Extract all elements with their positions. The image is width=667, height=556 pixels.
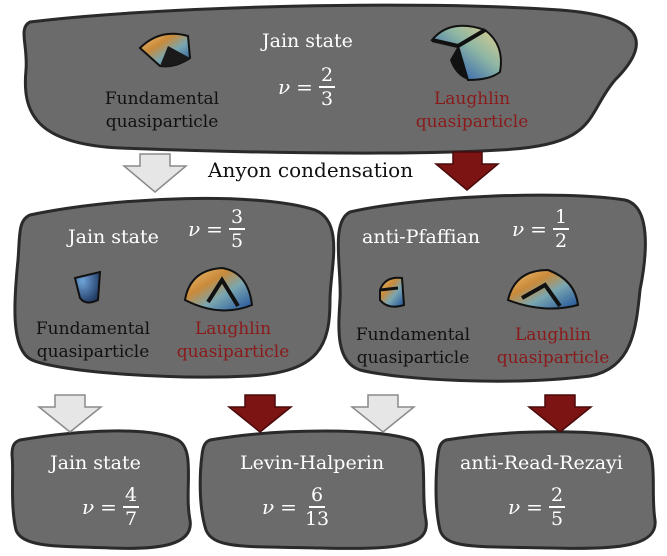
fraction-denominator: 3 (320, 88, 334, 110)
equals-sign: = (206, 217, 223, 241)
label-line: quasiparticle (356, 348, 470, 368)
top-filling-fraction: ν = 2 3 (278, 64, 336, 110)
middle-left-fundamental-label: Fundamental quasiparticle (28, 318, 158, 364)
top-state-name: Jain state (262, 30, 353, 52)
fraction: 3 5 (228, 206, 246, 252)
middle-right-blob (336, 193, 647, 383)
arrow-light-right (349, 394, 417, 433)
nu-symbol: ν (278, 75, 291, 99)
fraction-denominator: 7 (124, 508, 138, 530)
label-line: Laughlin (433, 89, 511, 109)
nu-symbol: ν (262, 495, 275, 519)
top-laughlin-label: Laughlin quasiparticle (408, 88, 536, 134)
bottom-middle-filling-fraction: ν = 6 13 (262, 484, 331, 530)
fraction-denominator: 5 (550, 508, 564, 530)
fundamental-quasiparticle-icon-middle-right (379, 276, 406, 308)
fraction: 4 7 (122, 484, 140, 530)
middle-right-state-name: anti-Pfaffian (362, 226, 480, 248)
equals-sign: = (526, 495, 543, 519)
equals-sign: = (100, 495, 117, 519)
laughlin-quasiparticle-icon-middle-left (183, 266, 254, 312)
bottom-left-state-name: Jain state (50, 452, 141, 474)
fraction-numerator: 1 (552, 206, 570, 230)
bottom-right-blob (434, 430, 657, 550)
equals-sign: = (280, 495, 297, 519)
fraction-numerator: 6 (308, 484, 326, 508)
nu-symbol: ν (82, 495, 95, 519)
bottom-left-filling-fraction: ν = 4 7 (82, 484, 140, 530)
label-line: Laughlin (514, 325, 592, 345)
label-line: quasiparticle (496, 348, 610, 368)
equals-sign: = (530, 217, 547, 241)
arrow-dark-left (226, 394, 294, 433)
middle-left-state-name: Jain state (68, 226, 159, 248)
fraction-numerator: 3 (228, 206, 246, 230)
arrow-dark-right (526, 394, 594, 433)
middle-left-filling-fraction: ν = 3 5 (188, 206, 246, 252)
anyon-condensation-label: Anyon condensation (208, 158, 414, 182)
middle-right-laughlin-label: Laughlin quasiparticle (488, 324, 618, 370)
fraction-numerator: 4 (122, 484, 140, 508)
middle-left-blob (13, 196, 336, 379)
arrow-dark-top (433, 151, 501, 191)
laughlin-quasiparticle-icon-top (430, 24, 502, 82)
nu-symbol: ν (508, 495, 521, 519)
fraction-numerator: 2 (318, 64, 336, 88)
label-line: quasiparticle (415, 112, 529, 132)
equals-sign: = (296, 75, 313, 99)
fundamental-quasiparticle-icon-top (138, 32, 192, 68)
top-fundamental-label: Fundamental quasiparticle (98, 88, 226, 134)
middle-left-laughlin-label: Laughlin quasiparticle (168, 318, 298, 364)
middle-right-fundamental-label: Fundamental quasiparticle (348, 324, 478, 370)
middle-right-filling-fraction: ν = 1 2 (512, 206, 570, 252)
bottom-left-blob (10, 429, 192, 550)
fundamental-quasiparticle-icon-middle-left (73, 270, 102, 304)
label-line: Fundamental (35, 319, 151, 339)
fraction: 1 2 (552, 206, 570, 252)
fraction: 2 3 (318, 64, 336, 110)
laughlin-quasiparticle-icon-middle-right (506, 268, 580, 310)
fraction-denominator: 5 (230, 230, 244, 252)
fraction-numerator: 2 (548, 484, 566, 508)
fraction-denominator: 2 (554, 230, 568, 252)
bottom-right-filling-fraction: ν = 2 5 (508, 484, 566, 530)
fraction-denominator: 13 (304, 508, 330, 530)
label-line: quasiparticle (105, 112, 219, 132)
label-line: Fundamental (355, 325, 471, 345)
label-line: Laughlin (194, 319, 272, 339)
label-line: Fundamental (104, 89, 220, 109)
bottom-right-state-name: anti-Read-Rezayi (460, 452, 623, 474)
fraction: 2 5 (548, 484, 566, 530)
nu-symbol: ν (188, 217, 201, 241)
bottom-middle-blob (198, 429, 428, 550)
nu-symbol: ν (512, 217, 525, 241)
label-line: quasiparticle (176, 342, 290, 362)
arrow-light-top (121, 153, 189, 193)
arrow-light-left (36, 394, 104, 433)
label-line: quasiparticle (36, 342, 150, 362)
fraction: 6 13 (303, 484, 331, 530)
bottom-middle-state-name: Levin-Halperin (240, 452, 385, 474)
